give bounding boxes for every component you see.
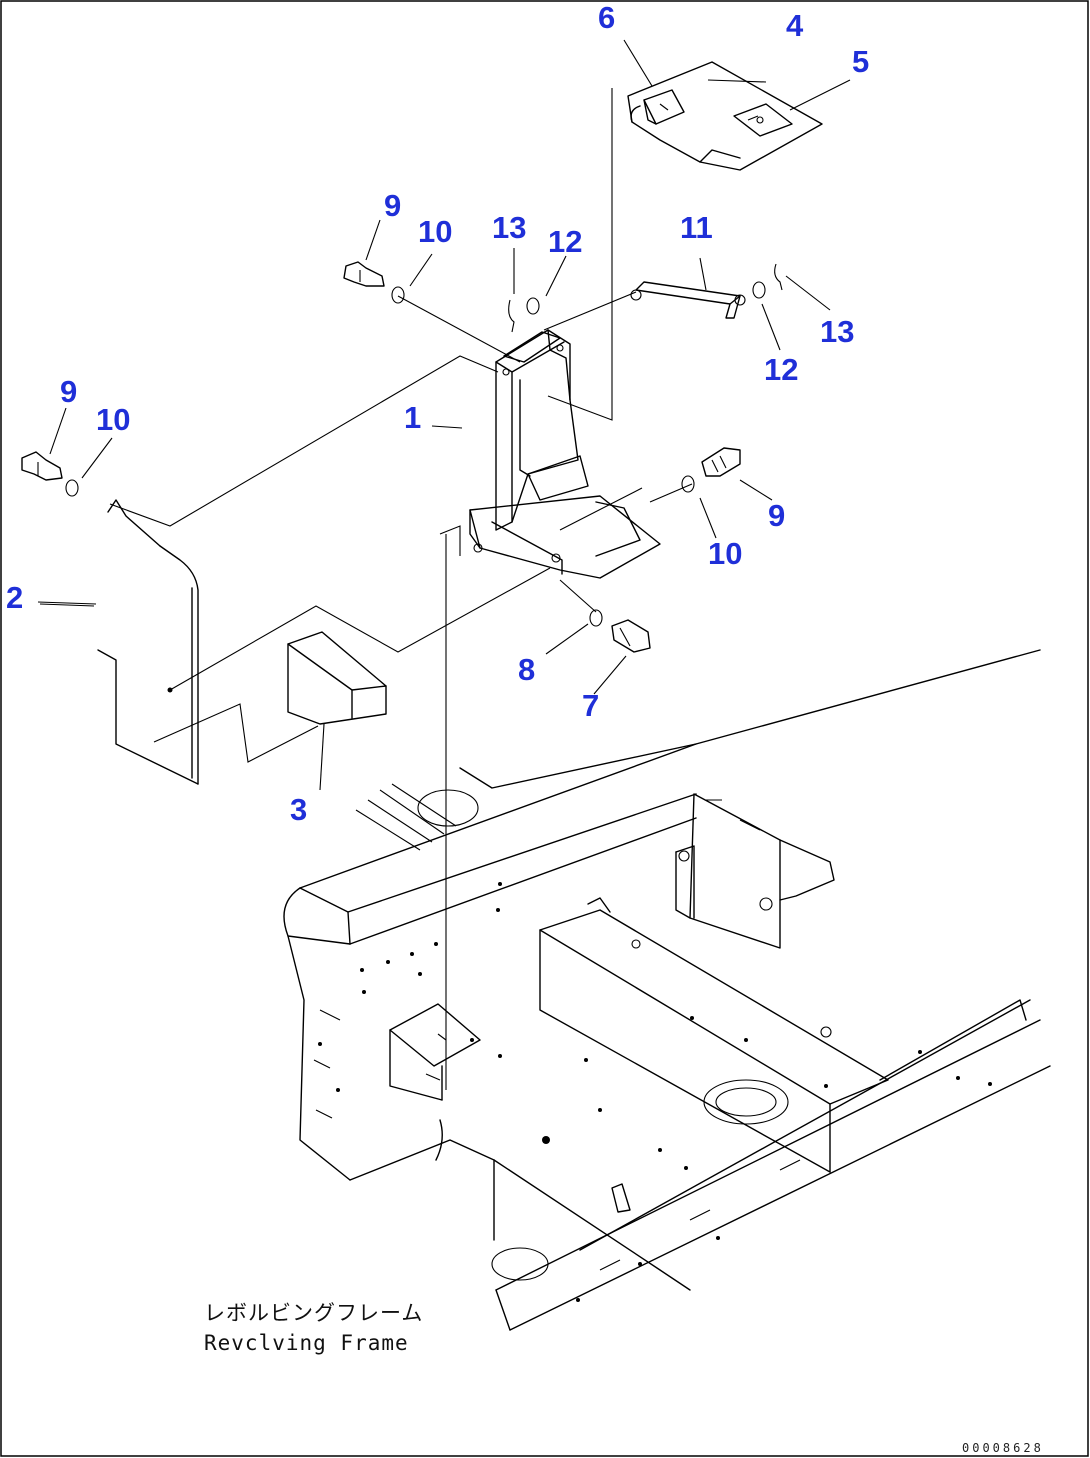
caption-japanese: レボルビングフレーム (204, 1301, 423, 1325)
document-number: 00008628 (962, 1441, 1044, 1455)
callout-13-right: 13 (820, 314, 854, 349)
rod-assembly (508, 263, 783, 333)
fasteners (21, 261, 741, 653)
callout-7: 7 (582, 688, 599, 723)
callout-1: 1 (404, 400, 421, 435)
callout-9-right: 9 (768, 498, 785, 533)
callout-10-right: 10 (708, 536, 742, 571)
revolving-frame (283, 649, 1051, 1331)
side-panel (37, 499, 199, 785)
callout-8: 8 (518, 652, 535, 687)
main-bracket (469, 329, 661, 579)
callout-13-top: 13 (492, 210, 526, 245)
callout-6: 6 (598, 0, 615, 35)
callout-10-top: 10 (418, 214, 452, 249)
callout-10-left: 10 (96, 402, 130, 437)
callout-12-top: 12 (548, 224, 582, 259)
callout-3: 3 (290, 792, 307, 827)
top-cover-plate (627, 61, 823, 171)
callout-12-right: 12 (764, 352, 798, 387)
callout-5: 5 (852, 44, 869, 79)
callout-9-top: 9 (384, 188, 401, 223)
caption-english: Revclving Frame (204, 1331, 409, 1355)
callout-11: 11 (680, 210, 713, 245)
callout-9-left: 9 (60, 374, 77, 409)
callout-2: 2 (6, 580, 23, 615)
pad-block (287, 631, 387, 725)
callouts: 1 2 3 4 5 6 7 8 9 10 11 12 13 9 10 13 12… (6, 0, 869, 827)
leader-lines (39, 39, 851, 1090)
callout-4: 4 (786, 8, 804, 43)
